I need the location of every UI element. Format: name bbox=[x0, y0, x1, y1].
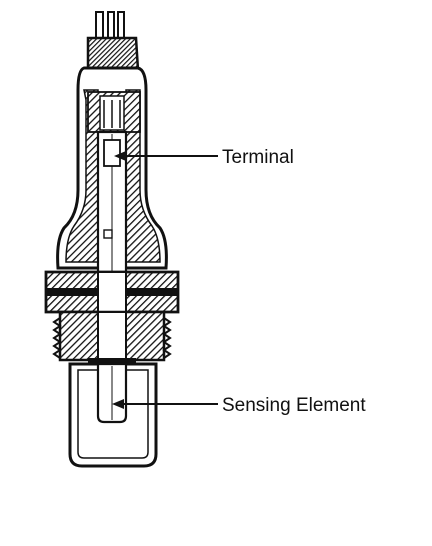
shell-wall-left bbox=[65, 89, 99, 263]
terminal-label: Terminal bbox=[222, 147, 294, 168]
terminal-leader bbox=[114, 151, 218, 161]
rubber-boot bbox=[86, 36, 140, 72]
sensing-element-label: Sensing Element bbox=[222, 395, 366, 416]
shell-wall-right bbox=[125, 89, 161, 263]
sensing-element-leader bbox=[112, 399, 218, 409]
thread-teeth bbox=[52, 317, 172, 359]
terminal-clip bbox=[103, 139, 121, 167]
